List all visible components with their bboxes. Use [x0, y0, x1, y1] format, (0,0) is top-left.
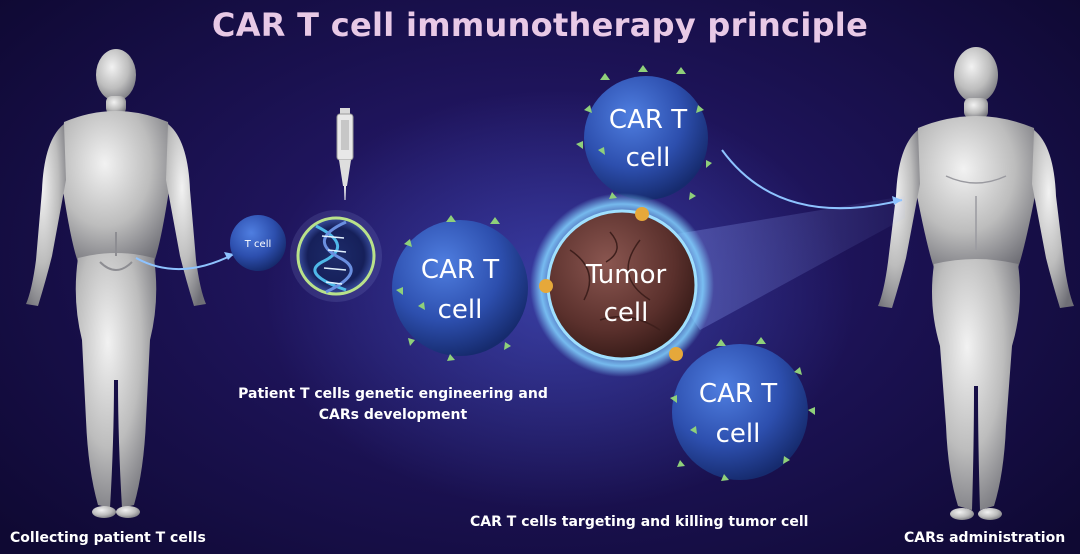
dna-helix-icon — [290, 210, 382, 302]
contact-point — [669, 347, 683, 361]
contact-point — [539, 279, 553, 293]
caption-engineering-line1: Patient T cells genetic engineering and — [238, 386, 548, 402]
car-t-bottom-label: CAR T — [699, 379, 777, 409]
car-t-cell-top — [584, 76, 708, 200]
caption-engineering: Patient T cells genetic engineering and … — [238, 384, 548, 426]
car-t-cell-bottom — [672, 344, 808, 480]
car-t-cell-center — [392, 220, 528, 356]
car-t-top-label-2: cell — [626, 143, 671, 173]
caption-administration: CARs administration — [904, 530, 1066, 546]
tumor-label-2: cell — [604, 298, 649, 328]
car-t-center-label: CAR T — [421, 255, 499, 285]
tumor-label: Tumor — [585, 260, 667, 290]
caption-engineering-line2: CARs development — [318, 407, 468, 423]
car-t-center-label-2: cell — [438, 295, 483, 325]
t-cell — [230, 215, 286, 271]
administration-arrow — [721, 149, 903, 210]
car-t-bottom-label-2: cell — [716, 419, 761, 449]
car-receptors — [396, 65, 815, 481]
caption-targeting: CAR T cells targeting and killing tumor … — [470, 514, 809, 530]
contact-point — [635, 207, 649, 221]
caption-collecting: Collecting patient T cells — [10, 530, 206, 546]
pipette-icon — [336, 108, 354, 200]
diagram-title: CAR T cell immunotherapy principle — [211, 6, 869, 44]
car-t-top-label: CAR T — [609, 105, 687, 135]
human-back-figure — [26, 49, 206, 518]
collect-arrow — [135, 253, 235, 271]
human-front-figure — [878, 47, 1074, 520]
t-cell-label: T cell — [244, 239, 272, 250]
